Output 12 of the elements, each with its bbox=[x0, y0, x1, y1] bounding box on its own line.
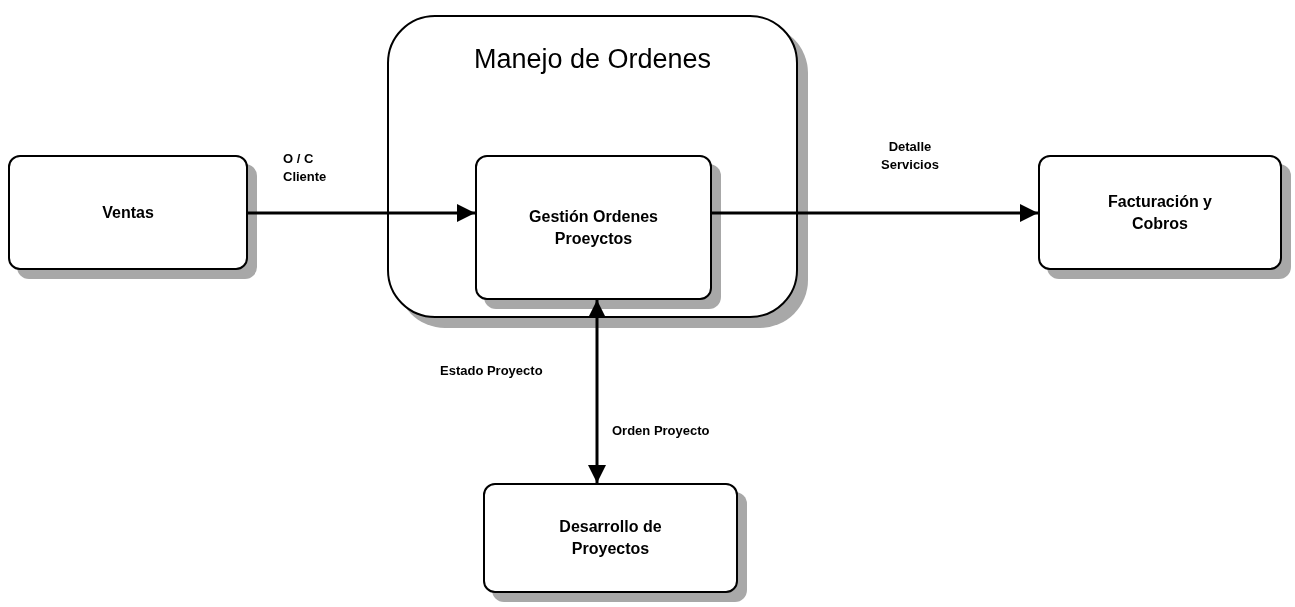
edge-label: O / C Cliente bbox=[283, 150, 328, 186]
box-label: Desarrollo de Proyectos bbox=[558, 517, 663, 559]
arrow bbox=[588, 300, 606, 483]
arrow bbox=[712, 204, 1038, 222]
box-label: Gestión Ordenes Proeyctos bbox=[528, 206, 659, 249]
group-title: Manejo de Ordenes bbox=[473, 43, 712, 76]
box-label: Ventas bbox=[102, 202, 154, 223]
arrow bbox=[248, 204, 475, 222]
flow-label: Orden Proyecto bbox=[612, 422, 711, 440]
edge-label: Detalle Servicios bbox=[880, 138, 940, 174]
edge-label: Estado Proyecto bbox=[440, 362, 544, 380]
box-label: Facturación y Cobros bbox=[1107, 191, 1213, 234]
